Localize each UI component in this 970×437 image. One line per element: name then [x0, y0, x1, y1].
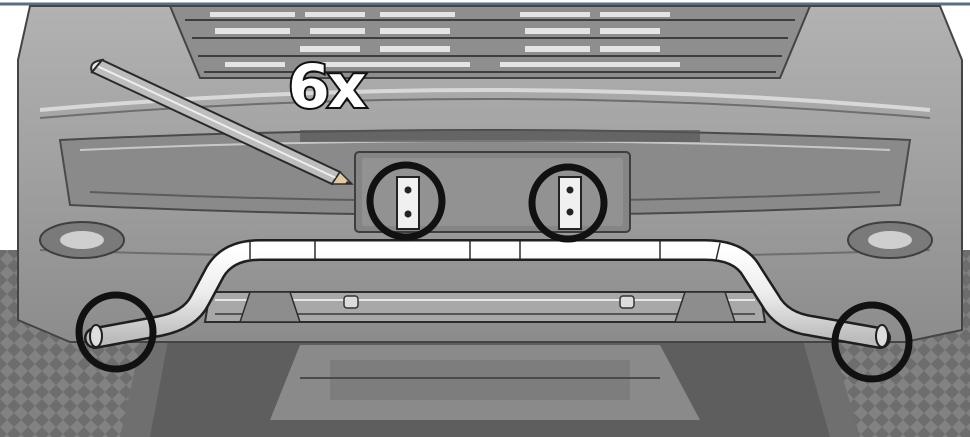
- right-fog-lamp: [847, 221, 933, 259]
- mounting-crossbar: [203, 291, 767, 323]
- callout-circle-right-bracket: [528, 163, 608, 243]
- right-mounting-bracket: [558, 176, 582, 230]
- upper-grille: [168, 5, 812, 79]
- left-mounting-bracket: [396, 176, 420, 230]
- pencil-icon: [90, 58, 354, 186]
- callout-circles: [75, 161, 913, 383]
- left-fog-lamp: [39, 221, 125, 259]
- protection-bar: [84, 239, 891, 349]
- callout-circle-left-end: [75, 291, 157, 373]
- quantity-label: 6x: [288, 52, 366, 122]
- callout-circle-right-end: [831, 301, 913, 383]
- callout-circle-left-bracket: [366, 161, 446, 241]
